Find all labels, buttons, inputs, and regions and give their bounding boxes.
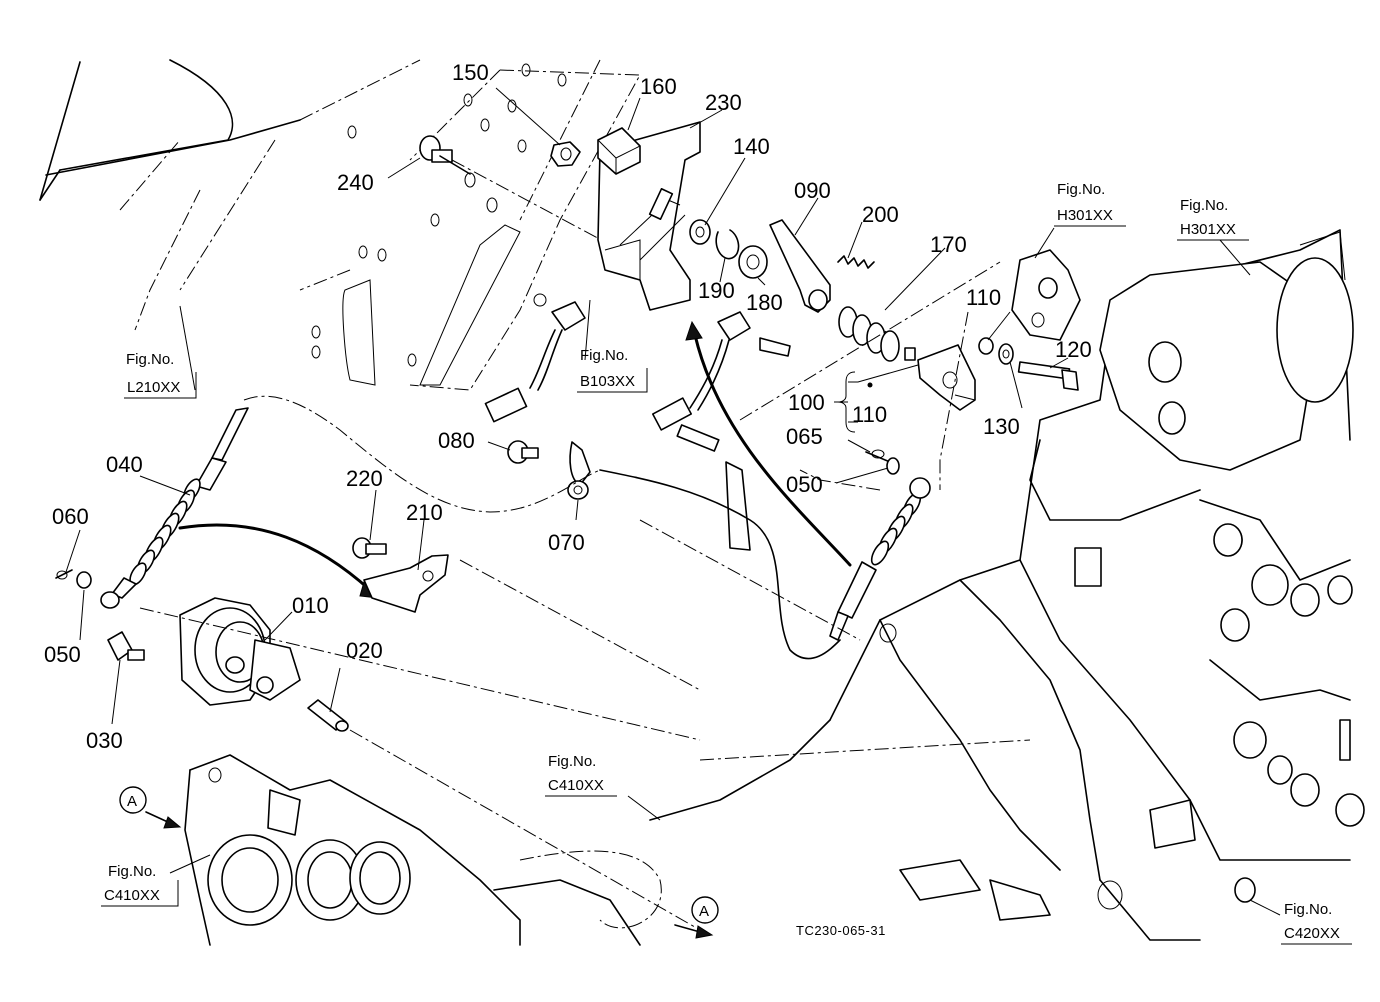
label-050-right: 050 [786,472,823,497]
mounting-plate [299,59,641,391]
leader-lines [65,87,1281,931]
switch-assembly-right [651,311,791,431]
section-marker-a-left: A [119,786,182,829]
group-dot [867,382,873,388]
label-180: 180 [746,290,783,315]
clamp-bolt [676,424,751,551]
label-040: 040 [106,452,143,477]
part-number-labels: 150 160 230 140 240 090 200 170 190 180 … [44,60,1092,753]
label-220: 220 [346,466,383,491]
svg-text:C420XX: C420XX [1284,925,1340,942]
label-120: 120 [1055,337,1092,362]
label-070: 070 [548,530,585,555]
svg-text:Fig.No.: Fig.No. [1180,197,1228,214]
nut-150 [550,141,581,167]
pin-020 [307,699,349,732]
label-170: 170 [930,232,967,257]
bushing-110 [904,337,994,361]
cable-boot-left [129,478,201,586]
svg-text:A: A [127,793,137,810]
label-110-top: 110 [966,285,1001,310]
label-240: 240 [337,170,374,195]
fitting-030 [107,631,145,661]
bolt-220 [352,537,387,559]
bolt-240 [419,135,621,251]
figref-h301-b: Fig.No. H301XX [1177,197,1249,241]
arrow-bracket-route [685,320,852,567]
svg-text:H301XX: H301XX [1180,221,1236,238]
cable-boot-right [870,492,922,566]
group-brace-100 [837,371,856,433]
svg-text:H301XX: H301XX [1057,207,1113,224]
figref-b103: Fig.No. B103XX [577,347,648,393]
label-150: 150 [452,60,489,85]
label-190: 190 [698,278,735,303]
label-130: 130 [983,414,1020,439]
svg-text:A: A [699,903,709,920]
label-230: 230 [705,90,742,115]
svg-text:Fig.No.: Fig.No. [1284,901,1332,918]
snap-ring-190 [715,229,740,260]
switch-assembly-left [484,293,586,423]
figure-references: Fig.No. L210XX Fig.No. B103XX Fig.No. H3… [101,181,1352,945]
svg-text:C410XX: C410XX [548,777,604,794]
drawing-code: TC230-065-31 [796,923,886,938]
arrow-cable-route [178,523,380,599]
label-080: 080 [438,428,475,453]
label-030: 030 [86,728,123,753]
label-020: 020 [346,638,383,663]
label-090: 090 [794,178,831,203]
bushing-140 [689,219,711,245]
svg-text:B103XX: B103XX [580,373,635,390]
figref-h301-a: Fig.No. H301XX [1054,181,1126,227]
figref-c420: Fig.No. C420XX [1281,901,1352,945]
bolt-120 [1017,361,1079,391]
label-100: 100 [788,390,825,415]
label-210: 210 [406,500,443,525]
svg-text:Fig.No.: Fig.No. [126,351,174,368]
pin-065 [865,449,891,463]
label-160: 160 [640,74,677,99]
figref-l210: Fig.No. L210XX [124,351,197,399]
valve-block-h301 [1011,231,1354,557]
clevis-110 [917,344,976,411]
gearbox-c410 [184,754,662,946]
label-050-left: 050 [44,642,81,667]
svg-text:Fig.No.: Fig.No. [548,753,596,770]
svg-text:Fig.No.: Fig.No. [580,347,628,364]
valve-010 [179,597,301,706]
label-200: 200 [862,202,899,227]
spring-200 [837,255,875,269]
washer-050-right [886,457,900,475]
svg-text:Fig.No.: Fig.No. [108,863,156,880]
label-010: 010 [292,593,329,618]
transmission-housing [649,229,1365,941]
svg-text:C410XX: C410XX [104,887,160,904]
svg-text:L210XX: L210XX [127,379,180,396]
label-060: 060 [52,504,89,529]
cable-040 [100,395,931,660]
label-110: 110 [852,402,887,427]
bolt-080 [507,440,539,464]
figref-c410-b: Fig.No. C410XX [101,863,179,907]
pin-060 [55,569,73,580]
svg-text:Fig.No.: Fig.No. [1057,181,1105,198]
label-140: 140 [733,134,770,159]
label-065: 065 [786,424,823,449]
pad-160 [597,127,641,175]
bracket-210 [363,554,449,613]
lever-090 [769,219,831,313]
washer-180 [738,245,768,279]
figref-c410-a: Fig.No. C410XX [545,753,617,797]
washer-130 [998,343,1014,365]
spring-170 [838,306,900,362]
fender-outline [39,59,421,331]
clamp-070 [567,441,591,500]
washer-050-left [76,571,92,589]
section-marker-a-right: A [674,896,719,939]
